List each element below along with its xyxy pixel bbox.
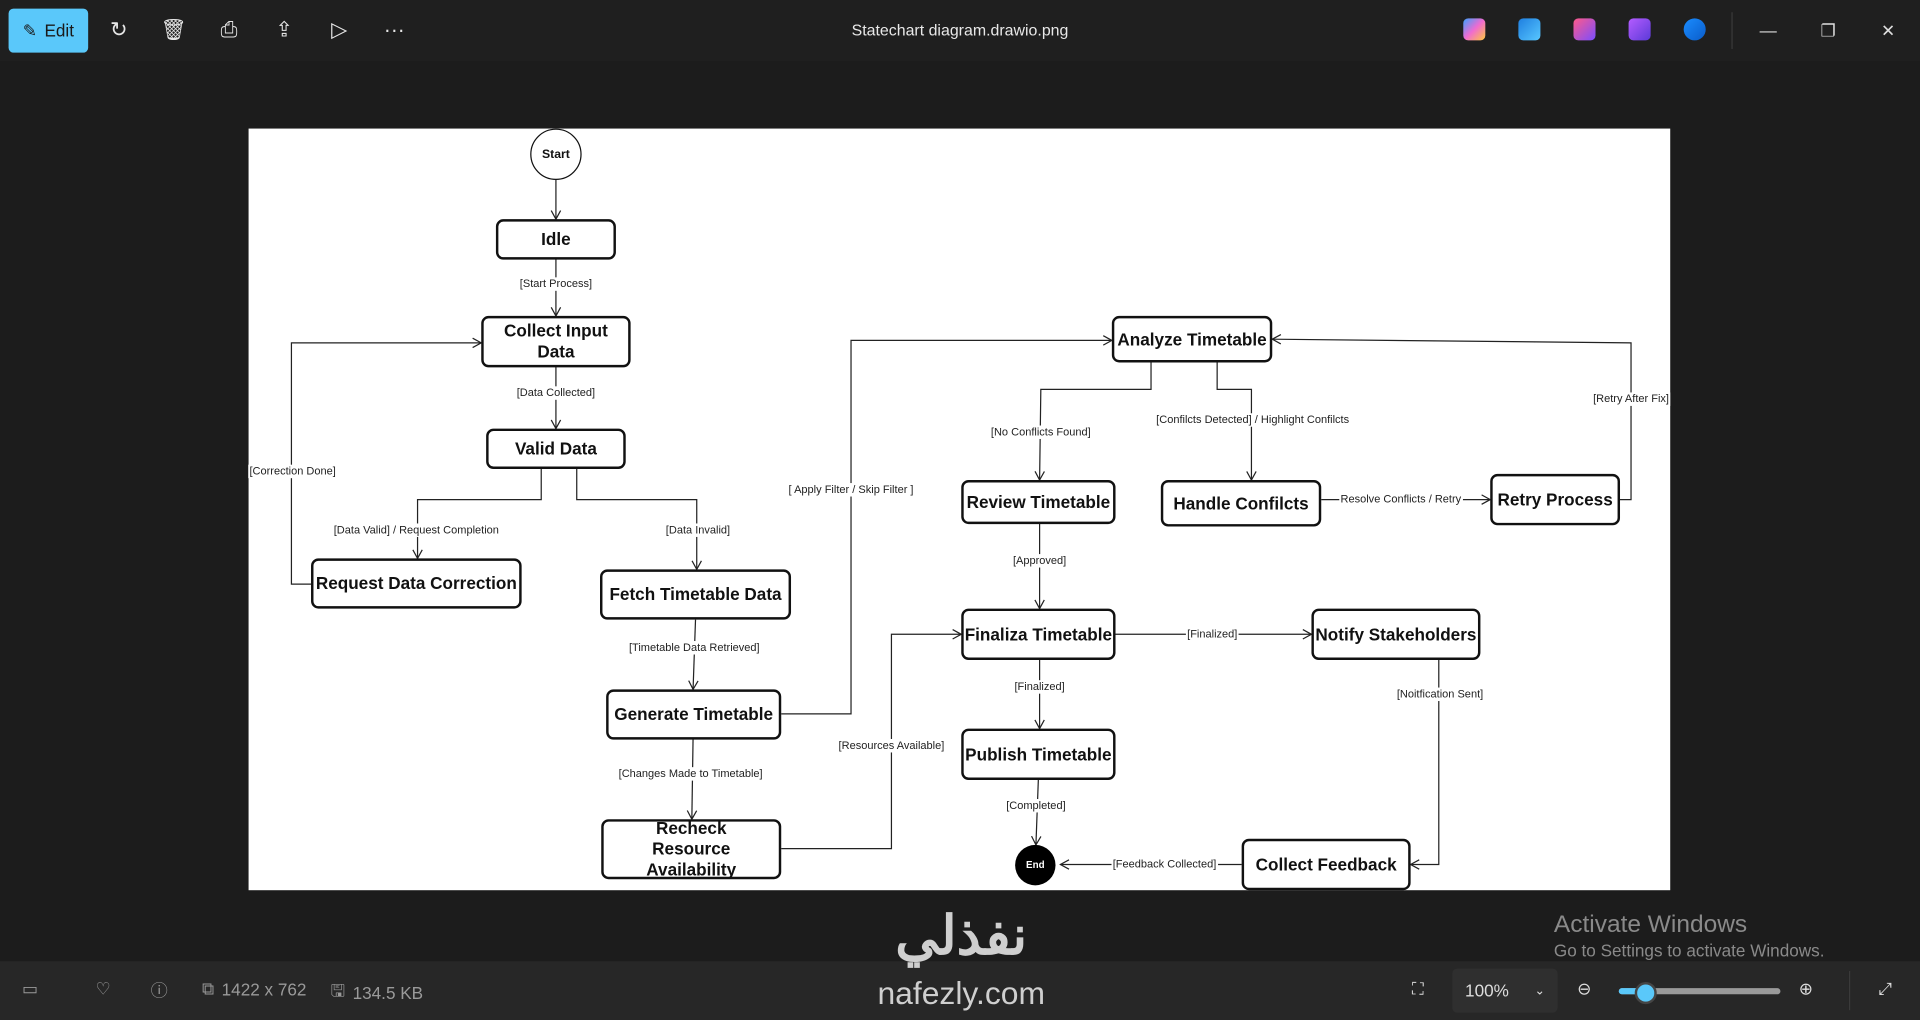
state-review-timetable: Review Timetable (961, 480, 1116, 525)
label-finalized-notify: [Finalized] (1185, 627, 1239, 642)
state-request-data-correction: Request Data Correction (311, 558, 522, 609)
zoom-in-icon[interactable]: ⊕ (1798, 978, 1814, 998)
label-no-conflicts: [No Conflicts Found] (989, 425, 1092, 439)
favorite-icon[interactable]: ♡ (95, 978, 111, 998)
zoom-slider[interactable] (1618, 982, 1781, 1005)
zoom-slider-fill (1618, 988, 1647, 995)
save-disk-icon: 🖫 (330, 980, 346, 1001)
chevron-down-icon: ⌄ (1534, 983, 1545, 998)
state-recheck-resource-availability: Recheck Resource Availability (601, 818, 782, 880)
clipchamp-icon[interactable] (1573, 18, 1596, 41)
label-feedback-collected: [Feedback Collected] (1111, 857, 1218, 872)
print-icon[interactable]: ⎙ (220, 18, 238, 42)
zoom-out-icon[interactable]: ⊖ (1577, 978, 1592, 998)
watermark-arabic: نفذلي (895, 906, 1028, 967)
designer-icon[interactable] (1628, 18, 1651, 41)
end-state: End (1015, 844, 1056, 886)
copilot-icon[interactable] (1463, 18, 1486, 41)
label-notification-sent: [Noitfication Sent] (1395, 687, 1485, 702)
divider (1848, 971, 1851, 1011)
label-data-valid: [Data Valid] / Request Completion (332, 523, 501, 537)
label-data-collected: [Data Collected] (515, 386, 597, 400)
divider (1731, 12, 1733, 49)
state-generate-timetable: Generate Timetable (606, 689, 782, 740)
file-size-text: 134.5 KB (352, 983, 424, 1003)
state-collect-feedback: Collect Feedback (1241, 838, 1411, 891)
dimensions-icon: ⧉ (202, 978, 215, 998)
rotate-icon[interactable]: ↻ (110, 18, 128, 42)
state-fetch-timetable-data: Fetch Timetable Data (600, 569, 792, 620)
info-icon[interactable]: ⓘ (150, 980, 168, 1001)
label-data-invalid: [Data Invalid] (664, 523, 732, 537)
zoom-level-text: 100% (1465, 980, 1509, 1001)
minimize-icon[interactable]: — (1759, 20, 1777, 41)
delete-icon[interactable]: 🗑 (160, 18, 188, 42)
state-idle: Idle (495, 219, 616, 260)
state-analyze-timetable: Analyze Timetable (1111, 315, 1273, 363)
fit-to-window-icon[interactable]: ⛶ (1411, 978, 1424, 998)
label-correction-done: [Correction Done] (248, 464, 338, 479)
label-retry-after-fix: [Retry After Fix] (1591, 392, 1671, 406)
label-conflicts-detected: [Confilcts Detected] / Highlight Confilc… (1154, 413, 1351, 427)
activate-windows-watermark: Activate Windows Go to Settings to activ… (1554, 911, 1825, 960)
label-start-process: [Start Process] (518, 277, 594, 291)
label-resolve-conflicts: Resolve Conflicts / Retry (1339, 492, 1463, 507)
zoom-slider-thumb[interactable] (1635, 982, 1658, 1005)
state-notify-stakeholders: Notify Stakeholders (1311, 608, 1481, 661)
share-icon[interactable]: ⇪ (275, 18, 293, 42)
zoom-level-dropdown[interactable]: 100% ⌄ (1452, 968, 1558, 1013)
activate-title: Activate Windows (1553, 911, 1748, 938)
file-size: 🖫 134.5 KB (331, 978, 424, 1007)
dimensions-text: 1422 x 762 (221, 978, 307, 999)
label-finalized-publish: [Finalized] (1013, 680, 1066, 694)
state-finalize-timetable: Finaliza Timetable (961, 608, 1116, 661)
image-dimensions: ⧉ 1422 x 762 (202, 978, 306, 999)
label-approved: [Approved] (1011, 554, 1068, 568)
edit-image-icon: ✎ (22, 20, 38, 40)
photos-editor-icon[interactable] (1518, 18, 1541, 41)
onedrive-icon[interactable] (1683, 18, 1706, 41)
restore-icon[interactable]: ❐ (1820, 20, 1836, 40)
state-handle-conflicts: Handle Confilcts (1160, 480, 1322, 527)
label-apply-filter: [ Apply Filter / Skip Filter ] (787, 483, 915, 497)
more-icon[interactable]: ··· (383, 18, 405, 42)
state-collect-input-data: Collect Input Data (481, 315, 631, 368)
start-state: Start (530, 128, 582, 181)
filmstrip-icon[interactable]: ▭ (22, 978, 39, 998)
title-bar: ✎ Edit ↻ 🗑 ⎙ ⇪ ▷ ··· Statechart diagram.… (0, 0, 1920, 62)
fullscreen-icon[interactable]: ⤢ (1878, 978, 1893, 998)
slideshow-icon[interactable]: ▷ (331, 18, 348, 42)
label-completed: [Completed] (1004, 798, 1067, 813)
edit-label: Edit (44, 20, 74, 41)
state-retry-process: Retry Process (1490, 473, 1621, 526)
edit-button[interactable]: ✎ Edit (8, 8, 89, 53)
status-bar: ▭ ♡ ⓘ ⧉ 1422 x 762 🖫 134.5 KB ⛶ 100% ⌄ ⊖… (0, 961, 1920, 1020)
close-icon[interactable]: ✕ (1880, 20, 1896, 40)
state-publish-timetable: Publish Timetable (961, 728, 1116, 781)
activate-subtitle: Go to Settings to activate Windows. (1553, 940, 1825, 961)
label-timetable-retrieved: [Timetable Data Retrieved] (627, 641, 761, 655)
image-canvas (248, 128, 1671, 891)
label-changes-made: [Changes Made to Timetable] (617, 767, 764, 781)
label-resources-available: [Resources Available] (837, 738, 946, 753)
state-valid-data: Valid Data (486, 428, 626, 469)
